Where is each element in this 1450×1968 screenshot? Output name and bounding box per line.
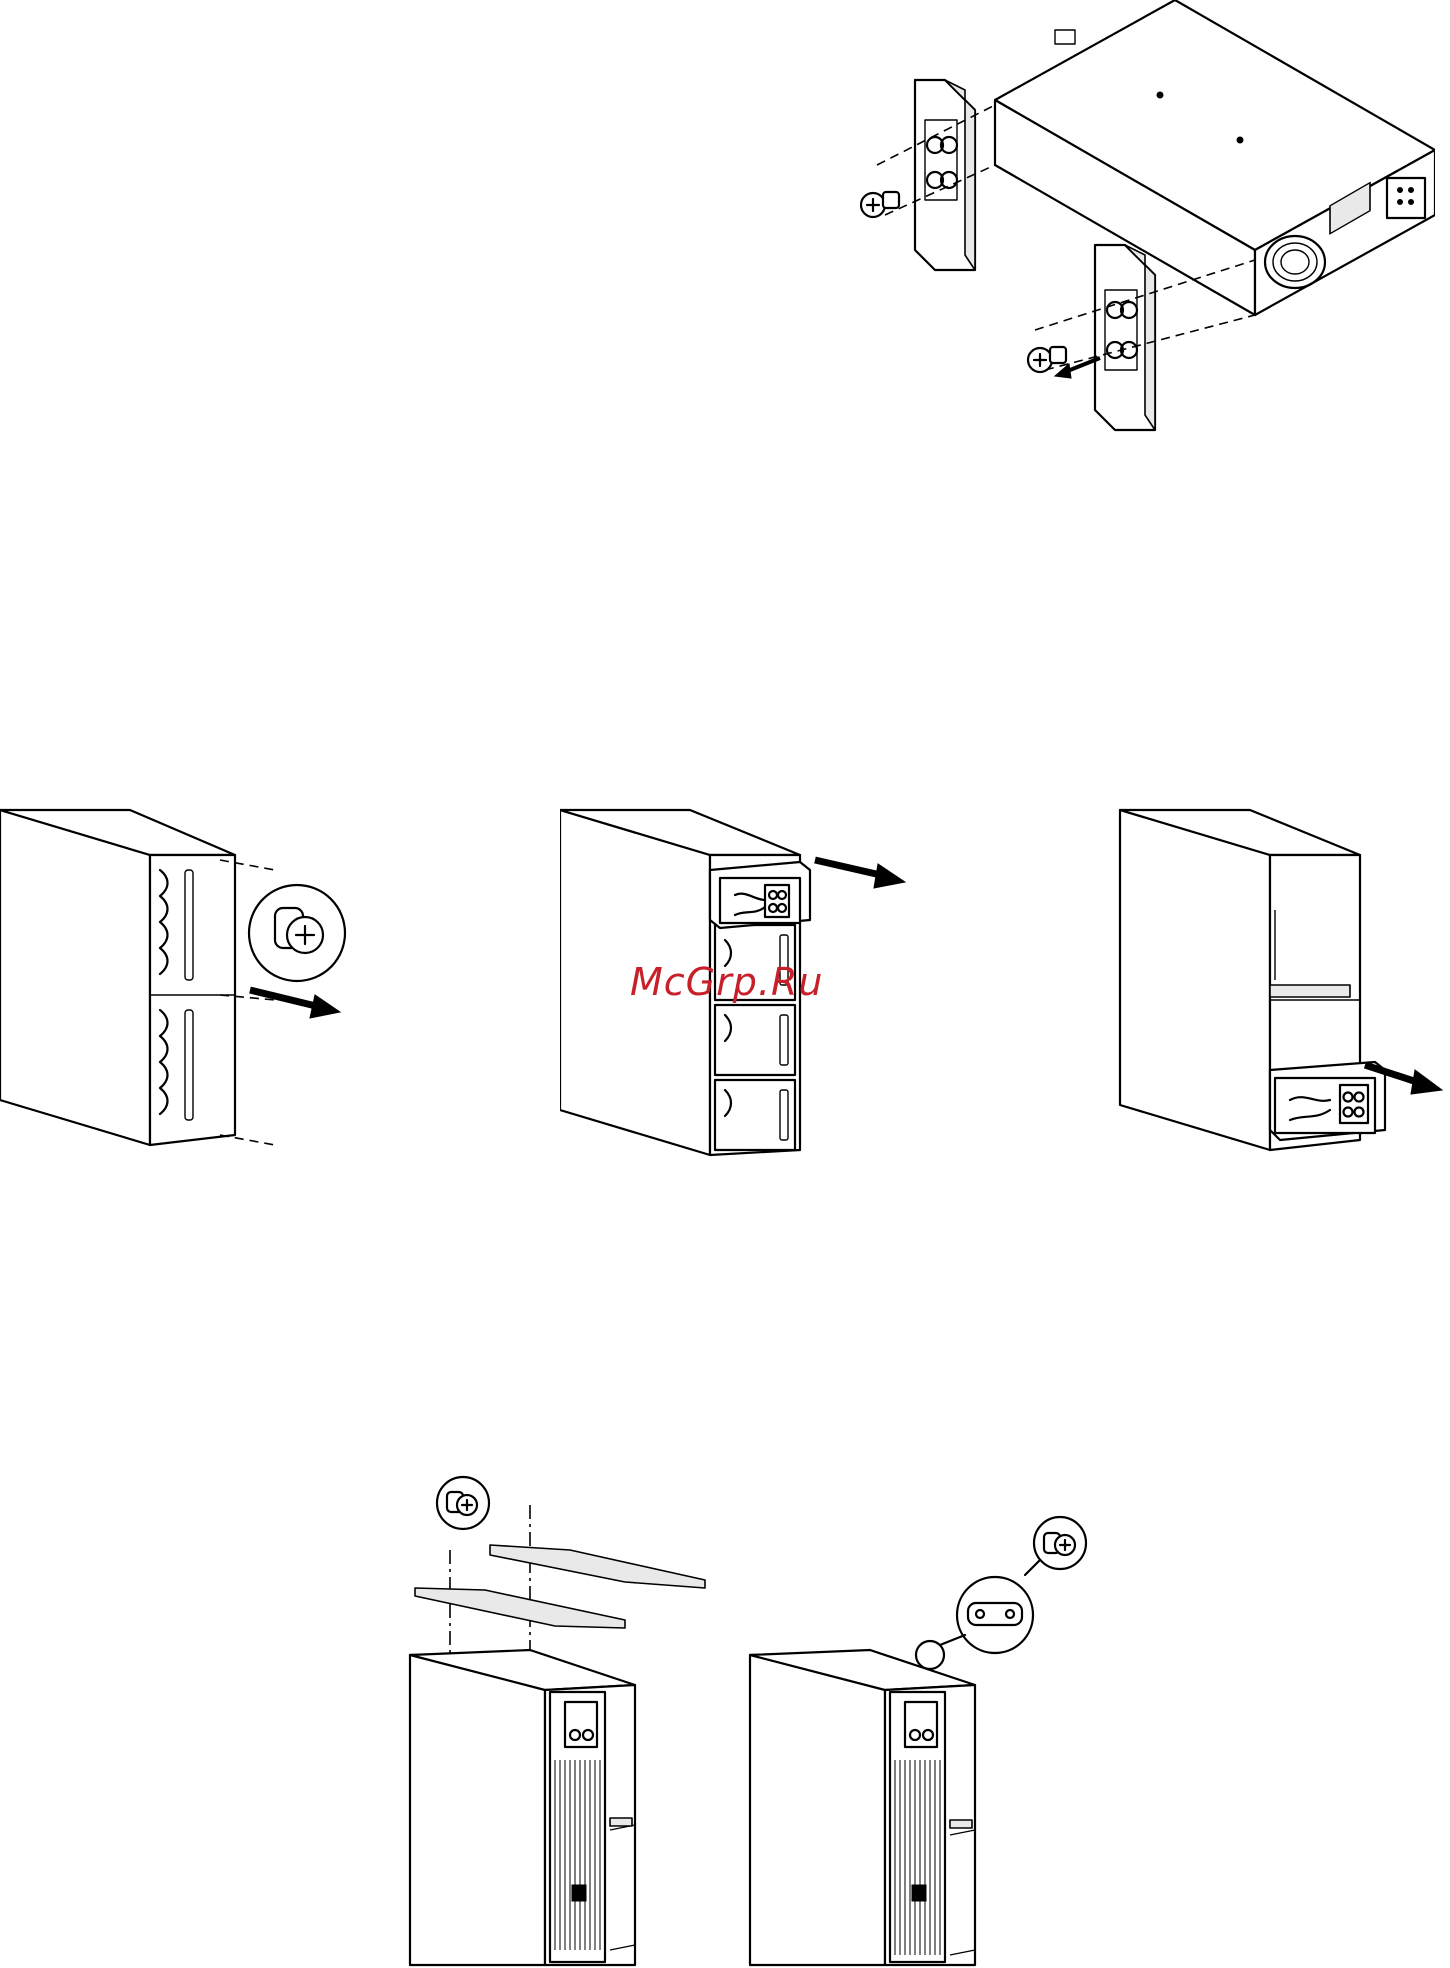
figure-tower-top-panels: [405, 1470, 715, 1968]
arrow-icon: [815, 860, 905, 888]
screw-icon: [437, 1477, 489, 1529]
figure-bottom-battery-removal: [1115, 800, 1450, 1170]
screw-icon: [1034, 1517, 1086, 1569]
screw-icon: [1028, 347, 1066, 372]
screw-icon: [249, 885, 345, 981]
bracket-icon: [957, 1577, 1033, 1653]
arrow-icon: [250, 990, 340, 1018]
figure-bezel-removal: [0, 800, 360, 1170]
watermark: McGrp.Ru: [630, 960, 823, 1004]
figure-tower-bracket: [740, 1515, 1100, 1968]
figure-rack-ears-removal: [855, 0, 1435, 440]
screw-icon: [861, 192, 899, 217]
